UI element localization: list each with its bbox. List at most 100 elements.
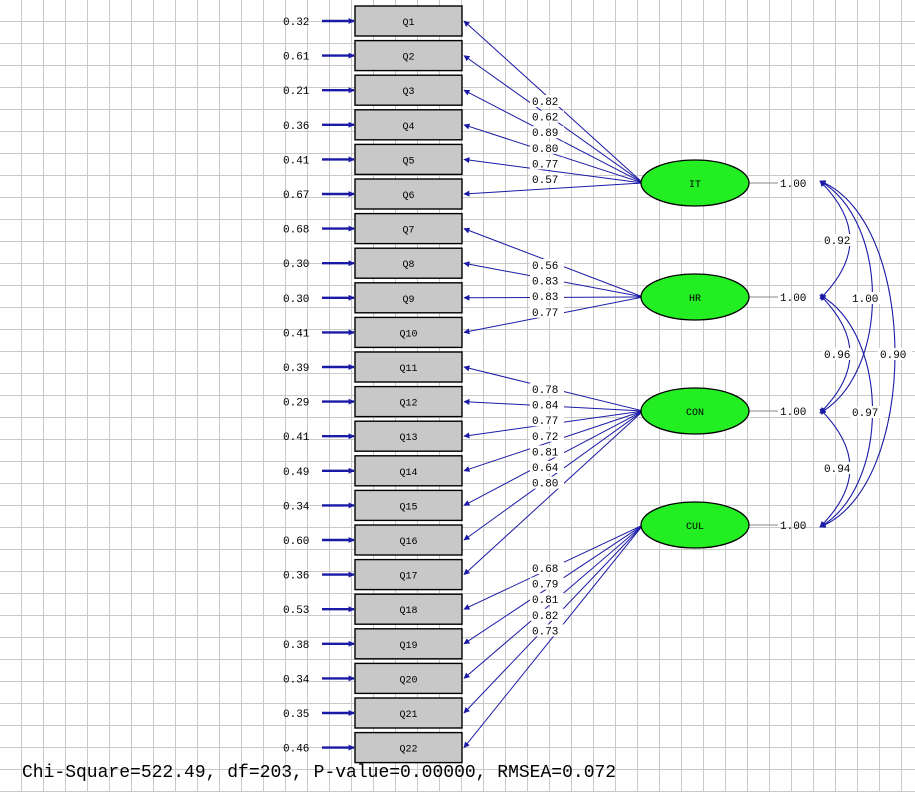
correlation-label-bg [822,462,856,474]
loading-label-bg [530,259,564,271]
error-value: 0.41 [283,328,310,340]
error-value: 0.30 [283,259,309,271]
variance-value: 1.00 [780,521,806,533]
item-label: Q9 [402,295,414,306]
loading-label-bg [530,95,564,107]
loading-label-bg [530,274,564,287]
correlation-label-bg [878,348,912,360]
error-value: 0.29 [283,398,309,410]
item-box [354,316,463,349]
item-box [354,109,463,141]
item-label: Q15 [399,502,417,513]
error-value: 0.36 [283,121,309,133]
error-value: 0.21 [283,86,310,98]
error-value: 0.53 [283,605,309,617]
item-box [354,5,463,37]
item-label: Q1 [402,18,414,29]
item-label: Q22 [399,745,417,756]
path-shapes [354,5,912,764]
item-box [354,282,463,314]
error-value: 0.61 [283,52,310,64]
loading-value: 0.64 [532,463,559,475]
loading-label-bg [530,414,564,427]
correlation-value: 1.00 [852,294,878,306]
loading-arrow [463,157,644,184]
error-value: 0.32 [283,17,309,29]
error-value: 0.34 [283,501,310,513]
item-label: Q11 [399,364,417,375]
correlation-label-bg [822,348,856,360]
variance-value: 1.00 [780,293,806,305]
item-label: Q21 [399,710,417,721]
loading-value: 0.80 [532,144,558,156]
item-label: Q7 [402,226,414,237]
item-box [354,662,463,695]
item-label: Q17 [399,572,417,583]
loading-label-bg [530,141,564,154]
loading-label-bg [530,173,564,185]
loading-label-bg [530,290,564,303]
factor-label: IT [689,180,701,191]
item-label: Q20 [399,675,417,686]
loading-value: 0.79 [532,580,558,592]
item-label: Q4 [402,122,414,133]
item-label: Q12 [399,399,417,410]
item-label: Q13 [399,433,417,444]
loading-label-bg [530,476,564,489]
error-value: 0.34 [283,674,310,686]
loading-value: 0.80 [532,479,558,491]
error-value: 0.46 [283,744,309,756]
loading-value: 0.77 [532,416,558,428]
loading-label-bg [530,305,564,318]
item-box [354,74,463,106]
factor-label: CON [686,408,704,419]
factor-ellipse [640,501,750,549]
item-box [354,697,463,729]
loading-value: 0.83 [532,292,558,304]
loading-label-bg [530,624,564,637]
item-box [354,731,463,764]
factor-ellipse [640,273,750,321]
loading-label-bg [530,593,564,606]
loading-label-bg [530,398,564,411]
loading-value: 0.78 [532,385,558,397]
error-value: 0.49 [283,467,309,479]
loading-arrow [463,123,644,184]
error-value: 0.41 [283,155,310,167]
item-label: Q6 [402,191,414,202]
correlation-value: 0.97 [852,408,878,420]
loading-label-bg [530,383,564,395]
item-box [354,524,463,556]
loading-label-bg [530,461,564,473]
item-label: Q10 [399,329,417,340]
variance-value: 1.00 [780,407,806,419]
error-value: 0.68 [283,225,309,237]
item-box [354,420,463,452]
item-box [354,385,463,418]
item-label: Q8 [402,260,414,271]
loading-label-bg [530,445,564,458]
correlation-label-bg [822,234,856,246]
item-box [354,247,463,279]
item-label: Q3 [402,87,414,98]
item-label: Q2 [402,53,414,64]
loading-label-bg [530,577,564,590]
correlation-label-bg [850,292,884,304]
loading-value: 0.68 [532,564,558,576]
item-label: Q16 [399,537,417,548]
item-box [354,593,463,625]
loading-value: 0.73 [532,626,558,638]
correlation-value: 0.92 [824,236,850,248]
error-value: 0.30 [283,294,309,306]
fit-statistics: Chi-Square=522.49, df=203, P-value=0.000… [22,763,617,783]
loading-arrow [463,410,644,506]
item-box [354,351,463,383]
correlation-value: 0.94 [824,464,851,476]
loading-value: 0.89 [532,128,558,140]
loading-value: 0.81 [532,447,559,459]
factor-label: HR [689,294,701,305]
loading-value: 0.84 [532,401,559,413]
loading-label-bg [530,126,564,139]
